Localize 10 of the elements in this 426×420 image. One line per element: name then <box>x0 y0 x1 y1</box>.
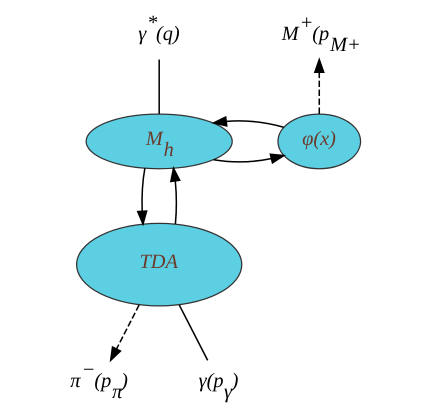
arrow <box>212 153 286 164</box>
arrow <box>109 304 140 362</box>
arrow <box>136 168 148 226</box>
connector <box>178 304 208 361</box>
arrow <box>313 57 324 114</box>
node-ellipse: φ(x) <box>276 113 361 170</box>
node-ellipse: TDA <box>75 222 242 307</box>
arrow <box>210 116 284 128</box>
arrow <box>169 166 180 224</box>
connector <box>158 60 160 114</box>
